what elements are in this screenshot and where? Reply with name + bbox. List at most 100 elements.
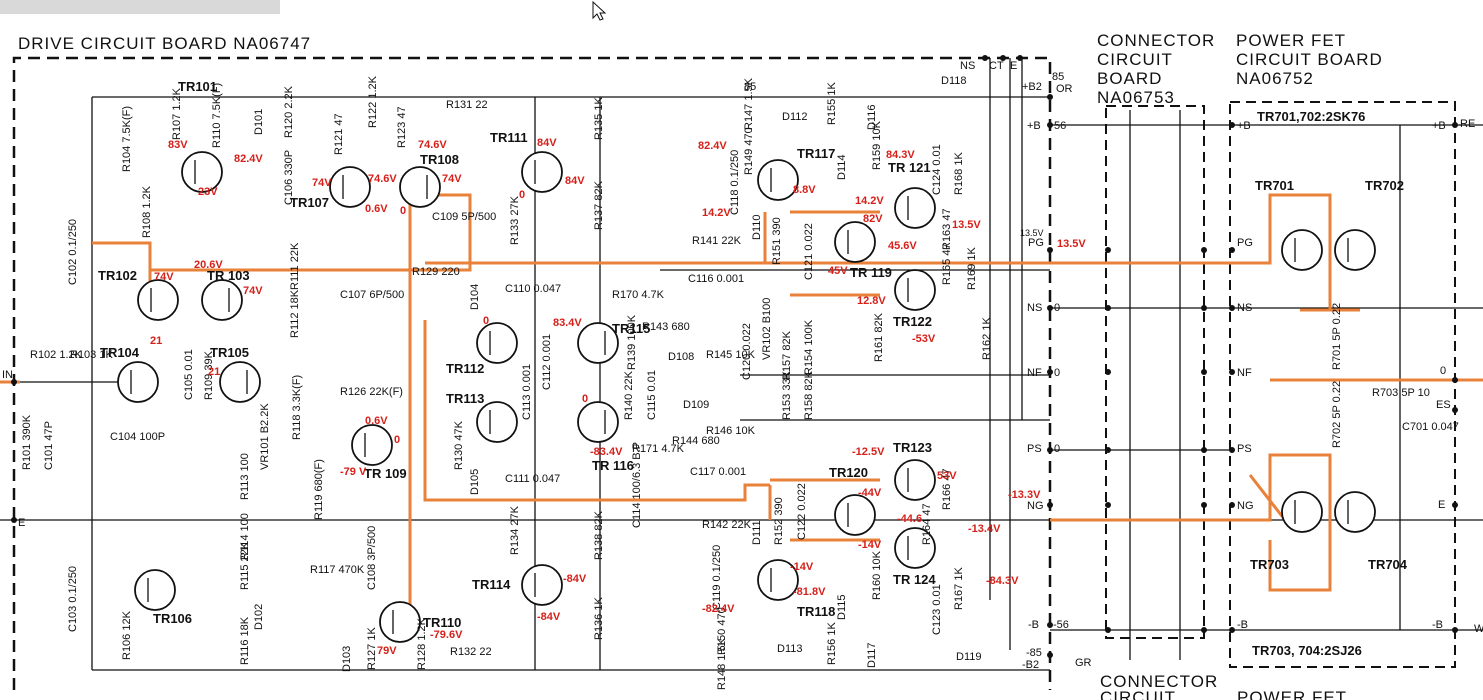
voltage: -84.3V: [986, 575, 1019, 587]
d115-label: D115: [836, 595, 848, 620]
c122-label: C122 0.022: [796, 483, 808, 540]
voltage: -84V: [537, 611, 561, 623]
tr112-label: TR112: [446, 361, 484, 376]
c118-label: C118 0.1/250: [729, 150, 741, 215]
c121-label: C121 0.022: [803, 223, 815, 280]
scan-edge: [0, 0, 280, 14]
r104-label: R104 7.5K(F): [121, 106, 133, 172]
r119-label: R119 680(F): [313, 459, 325, 520]
r161-label: R161 82K: [873, 312, 885, 362]
terminal-ns2: NS: [1027, 302, 1042, 314]
r163-label: R163 47: [941, 208, 953, 250]
terminal-zero-2: 0: [1054, 367, 1060, 379]
tr109-label: TR 109: [364, 466, 407, 481]
c116-label: C116 0.001: [688, 273, 744, 285]
voltage: 0: [519, 189, 525, 201]
tr101-label: TR101: [178, 79, 217, 94]
terminal-zero-3: 0: [1054, 443, 1060, 455]
r165-label: R165 47: [941, 243, 953, 285]
c119-label: C119 0.1/250: [711, 545, 723, 610]
terminal-w: W: [1474, 623, 1483, 635]
r126-label: R126 22K(F): [340, 386, 403, 398]
r151-label: R151 390: [771, 217, 783, 265]
terminal-gr: GR: [1075, 657, 1092, 669]
r134-label: R134 27K: [509, 505, 521, 555]
voltage: 0: [394, 434, 400, 446]
tr120-label: TR120: [829, 465, 868, 480]
r150-label: R150 470: [716, 607, 728, 655]
fet-ng: NG: [1237, 500, 1254, 512]
terminal-or: OR: [1056, 83, 1073, 95]
voltage: -53V: [912, 333, 936, 345]
c111-label: C111 0.047: [505, 473, 560, 485]
r129-label: R129 220: [412, 266, 460, 278]
voltage: 13.5V: [1057, 238, 1086, 250]
voltage: 8.8V: [793, 184, 816, 196]
output-zero: 0: [1440, 365, 1446, 377]
tr121-label: TR 121: [888, 160, 931, 175]
d108-label: D108: [668, 351, 694, 363]
r111-label: R111 22K: [289, 242, 301, 290]
voltage: -83.4V: [590, 446, 623, 458]
voltage: 0: [582, 393, 588, 405]
r153-label: R153 33K: [781, 370, 793, 420]
r138-label: R138 82K: [593, 510, 605, 560]
c104-label: C104 100P: [110, 431, 165, 443]
r160-label: R160 10K: [871, 550, 883, 600]
tr124-label: TR 124: [893, 572, 936, 587]
voltage: -81.8V: [793, 586, 826, 598]
tr702-label: TR702: [1365, 178, 1404, 193]
r703-label: R703 5P 10: [1372, 387, 1430, 399]
r162-label: R162 1K: [981, 317, 993, 360]
r133-label: R133 27K: [509, 195, 521, 245]
voltage: 79V: [377, 645, 397, 657]
c115-label: C115 0.01: [646, 370, 658, 420]
fet-b-pos: +B: [1237, 120, 1251, 132]
connector-title-2: CIRCUIT: [1097, 50, 1173, 69]
r145-label: R145 10K: [706, 349, 756, 361]
power-title-3: NA06752: [1236, 69, 1314, 88]
r106-label: R106 12K: [121, 610, 133, 660]
c106-label: C106 330P: [283, 150, 295, 205]
tr119-label: TR 119: [850, 265, 892, 280]
d112-label: D112: [782, 111, 807, 123]
r168-label: R168 1K: [953, 152, 965, 195]
tr103-label: TR 103: [207, 268, 250, 283]
c114-label: C114 100/6.3 B.P: [631, 442, 643, 528]
r152-label: R152 390: [773, 497, 785, 545]
r164-label: R164 47: [921, 503, 933, 545]
voltage: 82.4V: [698, 140, 727, 152]
r114-label: R114 100: [239, 513, 251, 560]
r112-label: R112 18K: [289, 289, 301, 338]
fet-b-neg: -B: [1237, 619, 1248, 631]
voltage: 74V: [154, 271, 174, 283]
terminal-ps: PS: [1027, 443, 1042, 455]
r120-label: R120 2.2K: [283, 85, 295, 138]
component-labels: R101 390K C101 47P R102 1.2K R103 1K C10…: [21, 75, 1459, 690]
voltage: 0.6V: [365, 415, 388, 427]
r130-label: R130 47K: [453, 420, 465, 470]
r132-label: R132 22: [450, 646, 492, 658]
c107-label: C107 6P/500: [340, 289, 404, 301]
connector-bottom-2: CIRCUIT: [1100, 688, 1176, 700]
voltage: 83.4V: [553, 317, 582, 329]
r149-label: R149 470: [743, 127, 755, 175]
c701-label: C701 0.047: [1402, 421, 1459, 433]
voltage: 45.6V: [888, 240, 917, 252]
voltage: -12.5V: [852, 446, 885, 458]
mouse-cursor-icon: [592, 0, 607, 21]
terminal-ng: NG: [1027, 500, 1044, 512]
r701-label: R701 5P 0.22: [1331, 303, 1343, 370]
r158-label: R158 82K: [803, 370, 815, 420]
connector-title-1: CONNECTOR: [1097, 31, 1215, 50]
terminal-e-right: E: [1438, 499, 1445, 511]
r167-label: R167 1K: [953, 567, 965, 610]
tr114-label: TR114: [472, 577, 511, 592]
connector-bottom-1: CONNECTOR: [1100, 672, 1218, 691]
tr118-label: TR118: [797, 604, 835, 619]
voltage: -79.6V: [430, 629, 463, 641]
connector-title-3: BOARD: [1097, 69, 1162, 88]
r101-label: R101 390K: [21, 414, 33, 470]
d101-label: D101: [253, 109, 265, 135]
